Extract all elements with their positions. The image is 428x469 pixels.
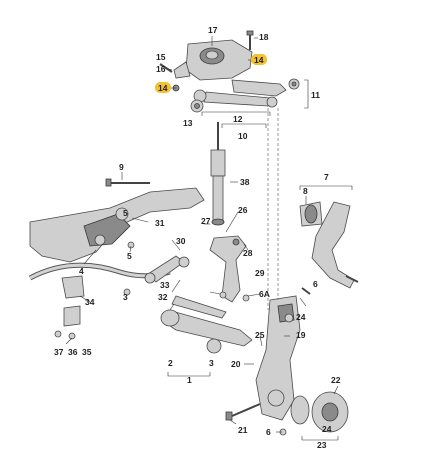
lower-arm-1 [160,295,253,354]
callout-label: 28 [243,248,253,258]
upper-link-11 [231,78,300,97]
callout-label: 6 [313,279,318,289]
callout-label: 36 [68,347,78,357]
wheel-hub-22 [290,391,349,433]
alignment-dashes [267,108,279,310]
bolt-18 [246,30,254,50]
callout-label: 24 [296,312,306,322]
callout-label: 5 [123,208,128,218]
callout-label: 6A [259,289,270,299]
callout-label: 30 [176,236,186,246]
callout-label: 31 [155,218,165,228]
wishbone-7 [299,201,359,289]
callout-label: 12 [233,114,243,124]
callout-label: 3 [123,292,128,302]
upper-mount-bracket [173,39,253,81]
callout-label: 25 [255,330,265,340]
small-parts-left [54,241,311,436]
callout-label: 34 [85,297,95,307]
callout-label: 26 [238,205,248,215]
bolt-9 [105,178,150,187]
subframe [29,187,205,263]
callout-label: 11 [311,90,320,100]
bolt-21 [225,403,261,421]
group-brackets [167,79,353,441]
callout-label: 2 [168,358,173,368]
callout-label: 19 [296,330,306,340]
stabilizer-link-30 [144,255,190,284]
callout-label: 22 [331,375,341,385]
callout-label: 13 [183,118,193,128]
callout-label: 23 [317,440,327,450]
callout-label: 29 [255,268,265,278]
callout-label: 18 [259,32,269,42]
callout-label: 1 [187,375,192,385]
arm-26 [209,235,247,303]
callout-label: 8 [303,186,308,196]
callout-label: 6 [266,427,271,437]
bushing-13 [190,99,204,113]
callout-label: 5 [127,251,132,261]
callout-label: 24 [322,424,332,434]
wheel-carrier-19 [255,295,301,421]
callout-label: 21 [238,425,248,435]
callout-label: 15 [156,52,166,62]
shock-absorber-38 [210,122,226,226]
upper-link-12 [193,89,278,108]
callout-label: 10 [238,131,248,141]
callout-label: 14 [254,55,264,65]
callout-label: 9 [119,162,124,172]
callout-label: 27 [201,216,211,226]
highlight-badge [251,54,267,65]
callout-label: 17 [208,25,218,35]
callout-label: 32 [158,292,168,302]
callout-labels: 17 18 14 14 15 16 11 12 10 13 9 38 7 8 5… [54,25,341,450]
callout-label: 35 [82,347,92,357]
callout-label: 7 [324,172,329,182]
callout-label: 16 [156,64,166,74]
callout-label: 3 [209,358,214,368]
highlight-badge [155,82,171,93]
callout-label: 20 [231,359,241,369]
callout-label: 14 [158,83,168,93]
callout-label: 33 [160,280,170,290]
callout-label: 38 [240,177,250,187]
leader-lines [65,36,339,433]
callout-label: 37 [54,347,64,357]
callout-label: 4 [79,266,84,276]
